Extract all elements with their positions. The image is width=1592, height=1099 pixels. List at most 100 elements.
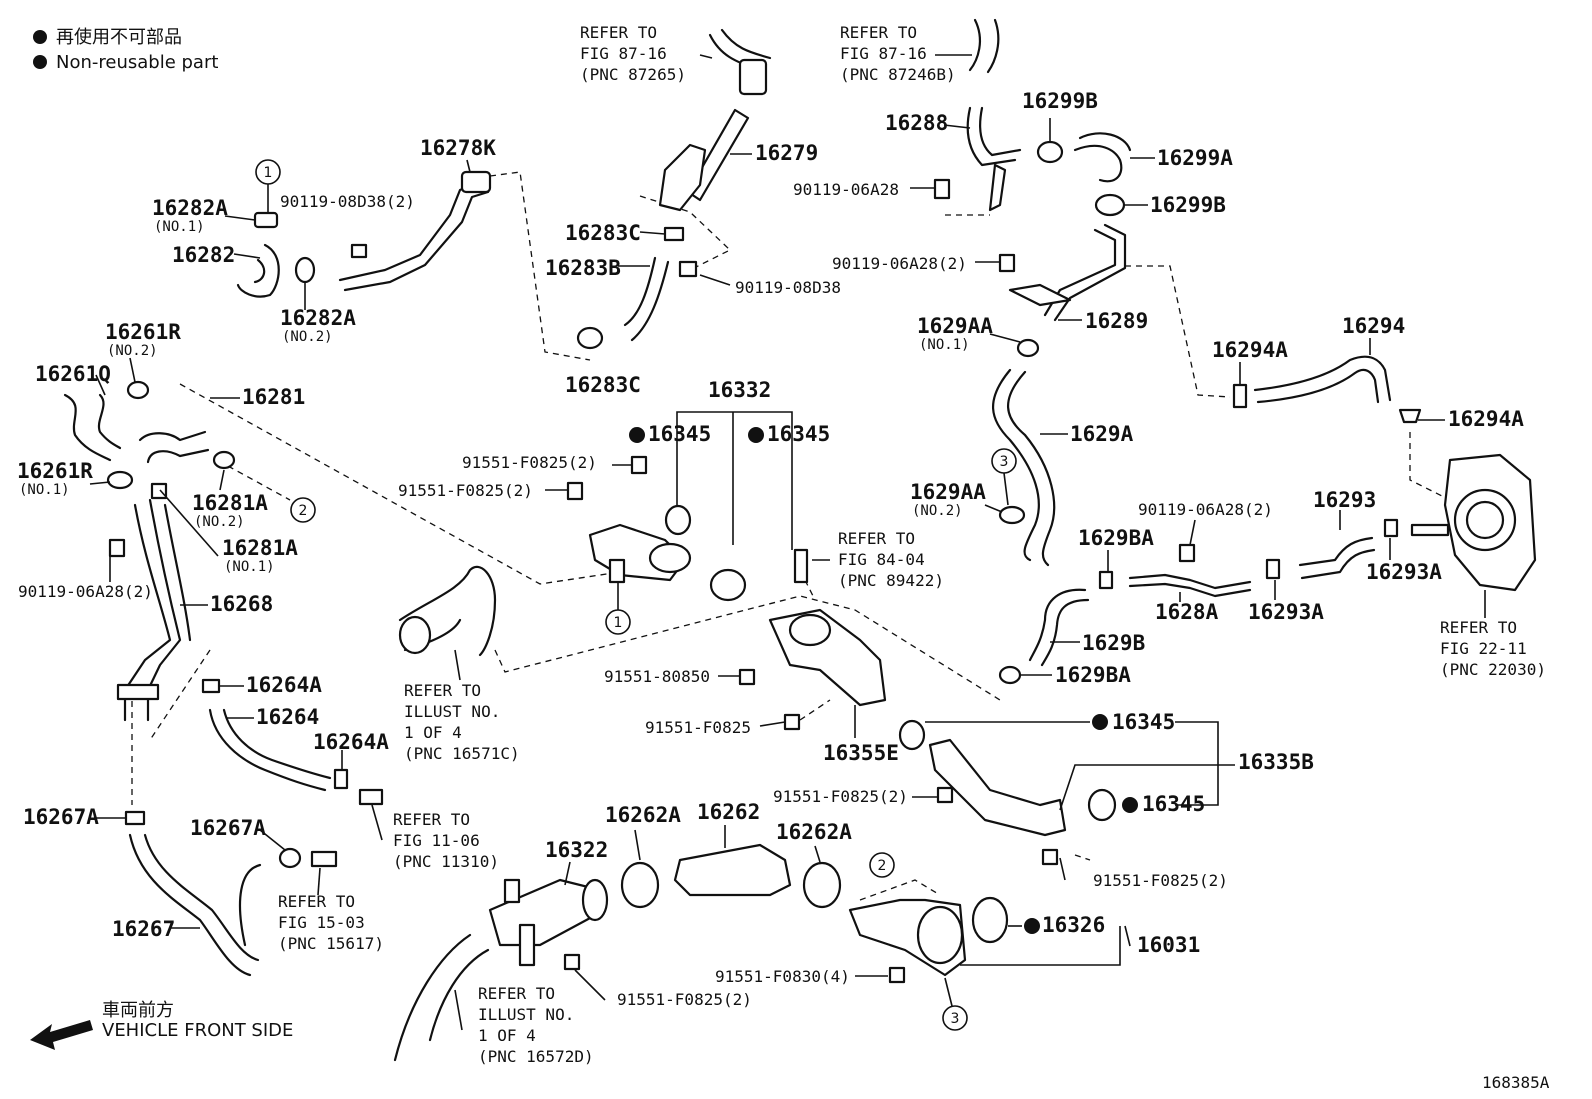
clamp-icon [333,768,349,790]
part-number-sub-1629aa_1: (NO.1) [919,337,970,353]
part-number-16345_c: 16345 [1112,710,1175,734]
clamp-icon [212,450,236,470]
part-number-16355e: 16355E [823,741,899,765]
part-number-16293a_a: 16293A [1248,600,1324,624]
part-number-90119-06a28: 90119-06A28 [793,180,899,199]
clamp-icon [106,470,134,490]
gasket-o-ring [1087,788,1117,822]
bolt-icon [563,953,581,971]
part-number-1629ba_b: 1629BA [1055,663,1131,687]
reference-note-22030-line-2: (PNC 22030) [1440,660,1546,679]
part-number-16294: 16294 [1342,314,1405,338]
clamp-icon [150,482,168,500]
part-number-16294a_b: 16294A [1448,407,1524,431]
reference-note-87265-line-0: REFER TO [580,23,657,42]
part-number-16267a_a: 16267A [23,805,99,829]
bolt-icon [630,455,648,475]
callout-2-left [290,497,316,523]
leader-lines [89,54,1486,1031]
part-number-16281a_1: 16281A [222,536,298,560]
front-arrow-icon [30,1020,93,1050]
non-reusable-dot-icon [33,30,47,44]
reference-note-16572d-line-2: 1 OF 4 [478,1026,536,1045]
hose-16264 [208,708,327,792]
part-number-sub-16281a_1: (NO.1) [224,559,275,575]
bolt-icon [1041,848,1059,866]
part-number-16289: 16289 [1085,309,1148,333]
reference-note-16572d-line-3: (PNC 16572D) [478,1047,594,1066]
part-number-16345_b: 16345 [767,422,830,446]
clamp-icon [802,861,842,909]
part-labels: 16278K16282A(NO.1)90119-08D38(2)16282162… [17,89,1524,1009]
clamp-icon [124,810,146,826]
non-reusable-dot-icon [1024,918,1040,934]
clamp-icon [1016,338,1040,358]
part-number-1628a: 1628A [1155,600,1219,624]
reference-note-87246b-line-2: (PNC 87246B) [840,65,956,84]
clamp-icon [1265,558,1281,580]
hose-16262 [673,843,792,897]
bolt-icon [350,243,368,259]
part-number-16278k: 16278K [420,136,496,160]
reference-note-87246b-line-0: REFER TO [840,23,917,42]
bolt-icon [108,538,126,558]
clamp-icon [253,211,279,229]
gasket-o-ring [709,568,747,602]
part-number-16282a_2: 16282A [280,306,356,330]
part-number-1629aa_2: 1629AA [910,480,986,504]
part-number-16268: 16268 [210,592,273,616]
bolt-icon [1178,543,1196,563]
part-number-16031: 16031 [1137,933,1200,957]
reference-note-16571c-line-0: REFER TO [404,681,481,700]
bolt-icon [738,668,756,686]
clamp-icon [576,326,604,350]
hose-16281 [138,430,207,442]
figure-id: 168385A [1482,1073,1550,1092]
part-number-16294a_a: 16294A [1212,338,1288,362]
hose-16294 [1253,355,1392,402]
svg-text:2: 2 [299,503,308,519]
pipe-1628a [1128,573,1252,590]
clamp-icon [278,847,302,869]
reference-note-87265-line-1: FIG 87-16 [580,44,667,63]
vehicle-front-indicator: 車両前方 VEHICLE FRONT SIDE [30,1000,293,1050]
part-number-16293a_b: 16293A [1366,560,1442,584]
clamp-icon [998,505,1026,525]
part-number-sub-16261r_1: (NO.1) [19,482,70,498]
part-number-1629b: 1629B [1082,631,1145,655]
pipe-16335b [928,738,1067,837]
reference-note-87246b-line-1: FIG 87-16 [840,44,927,63]
part-number-16264a_a: 16264A [246,673,322,697]
part-number-sub-16282a_1: (NO.1) [154,219,205,235]
part-number-16345_a: 16345 [648,422,711,446]
part-number-sub-1629aa_2: (NO.2) [912,503,963,519]
reference-note-16571c-line-1: ILLUST NO. [404,702,500,721]
callouts: 1 2 1 3 2 3 [255,159,1017,1031]
reference-note-16572d-line-0: REFER TO [478,984,555,1003]
legend-jp: 再使用不可部品 [56,27,182,48]
clamp-icon [1398,408,1422,424]
legend: 再使用不可部品 Non-reusable part [33,27,218,73]
clamp-icon [1094,193,1126,217]
part-number-16262: 16262 [697,800,760,824]
part-number-16345_d: 16345 [1142,792,1205,816]
bolt-icon [678,260,698,278]
bolt-icon [783,713,801,731]
clamp-icon [1036,140,1064,164]
part-number-16288: 16288 [885,111,948,135]
part-number-16332: 16332 [708,378,771,402]
callout-3-thermostat [942,1005,968,1031]
reference-note-22030-line-0: REFER TO [1440,618,1517,637]
part-number-91551-f0825_2d: 91551-F0825(2) [1093,871,1228,890]
part-number-91551-f0830_4: 91551-F0830(4) [715,967,850,986]
gasket-o-ring [898,719,926,751]
reference-note-15617-line-2: (PNC 15617) [278,934,384,953]
part-number-16262a_b: 16262A [776,820,852,844]
part-number-1629a: 1629A [1070,422,1134,446]
svg-text:1: 1 [614,615,623,631]
hose-16283b [623,256,657,327]
hose-1629b [1028,588,1087,662]
part-number-16267: 16267 [112,917,175,941]
hose-16299a [1073,144,1123,183]
